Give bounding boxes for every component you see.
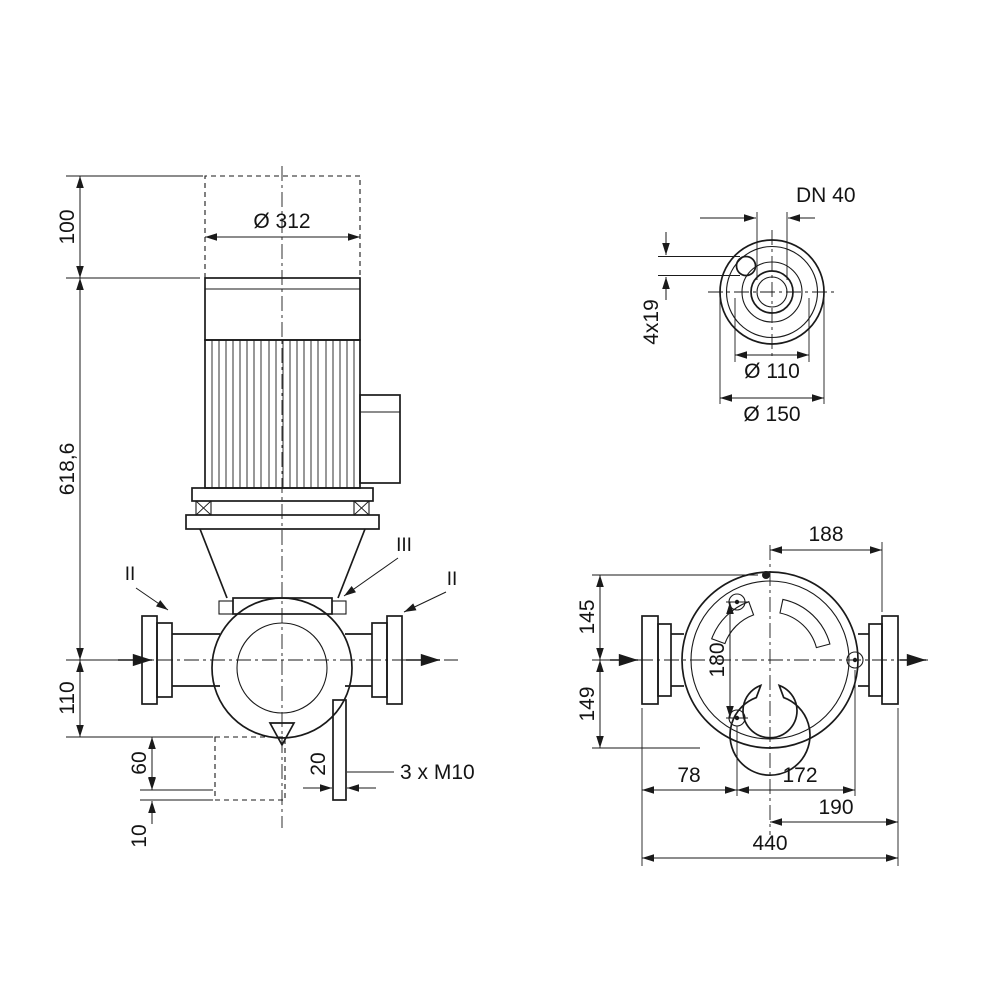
holes-label: 4x19	[640, 299, 663, 345]
dim-440-label: 440	[752, 832, 787, 855]
side-view: 100 Ø 312 618,6 110 60 10 20 3 x M10 II …	[56, 166, 475, 848]
flange-od-label: Ø 150	[743, 403, 800, 426]
flange-bolts	[195, 500, 370, 516]
dim-110-label: 110	[56, 681, 79, 714]
dim-180-label: 180	[706, 642, 729, 677]
flange-rim-circle	[725, 245, 819, 339]
section-III-label: III	[396, 535, 412, 556]
motor-cap	[204, 277, 361, 341]
suction-flange-hub	[156, 622, 173, 698]
lug-hole-right	[846, 651, 864, 669]
motor-flange	[191, 487, 374, 502]
top-reference-dot	[762, 571, 770, 579]
flange-outer-circle	[719, 239, 825, 345]
motor-outline-top	[681, 571, 859, 749]
seal-plate-right	[331, 600, 347, 615]
bolt-circle-label: Ø 110	[744, 360, 800, 383]
flange-view: DN 40 4x19 Ø 110 Ø 150	[640, 184, 856, 426]
dim-10-label: 10	[128, 824, 151, 847]
motor-fins	[211, 340, 355, 488]
dn40-label: DN 40	[796, 184, 856, 207]
motor-removal-clearance	[204, 175, 361, 278]
dim-145-label: 145	[576, 599, 599, 634]
dim-312-label: Ø 312	[253, 210, 310, 233]
volute-casing	[211, 597, 353, 739]
slot-top-right	[779, 598, 831, 649]
dim-618-label: 618,6	[56, 443, 79, 496]
foot-hidden-outline	[214, 736, 286, 801]
dim-188-label: 188	[808, 523, 843, 546]
dim-149-label: 149	[576, 686, 599, 721]
dim-20-label: 20	[307, 752, 330, 775]
section-III-arrow	[343, 557, 399, 597]
lantern-left	[199, 528, 228, 599]
impeller-chamber	[236, 622, 328, 714]
dim-190-label: 190	[818, 796, 853, 819]
seal-plate-left	[218, 600, 234, 615]
section-II-right-label: II	[447, 569, 458, 590]
bolt-hole	[735, 255, 757, 277]
dim-172-label: 172	[782, 764, 817, 787]
section-II-left-arrow	[135, 587, 169, 611]
discharge-flange-face	[386, 615, 403, 705]
lantern-right	[337, 528, 366, 599]
section-II-left-label: II	[125, 564, 136, 585]
drain-plug	[268, 722, 296, 747]
top-suction-hub	[657, 623, 672, 697]
bolts-label: 3 x M10	[400, 761, 475, 784]
dim-78-label: 78	[677, 764, 700, 787]
support-leg	[332, 699, 347, 801]
motor-rim-top	[690, 580, 850, 740]
section-II-right-arrow	[403, 591, 447, 613]
top-view: 188 145 149 180 78 172 190 440	[576, 523, 928, 866]
slot-top-left	[710, 600, 755, 645]
lantern-top-plate	[185, 514, 380, 530]
dim-100-label: 100	[56, 209, 79, 244]
bore-circle	[756, 276, 788, 308]
volute-top-outline	[729, 683, 811, 776]
terminal-box	[359, 394, 401, 484]
dim-60-label: 60	[128, 751, 151, 774]
neck-circle	[750, 270, 794, 314]
top-discharge-hub	[868, 623, 883, 697]
raised-face-circle	[741, 261, 803, 323]
motor-body	[204, 339, 361, 489]
